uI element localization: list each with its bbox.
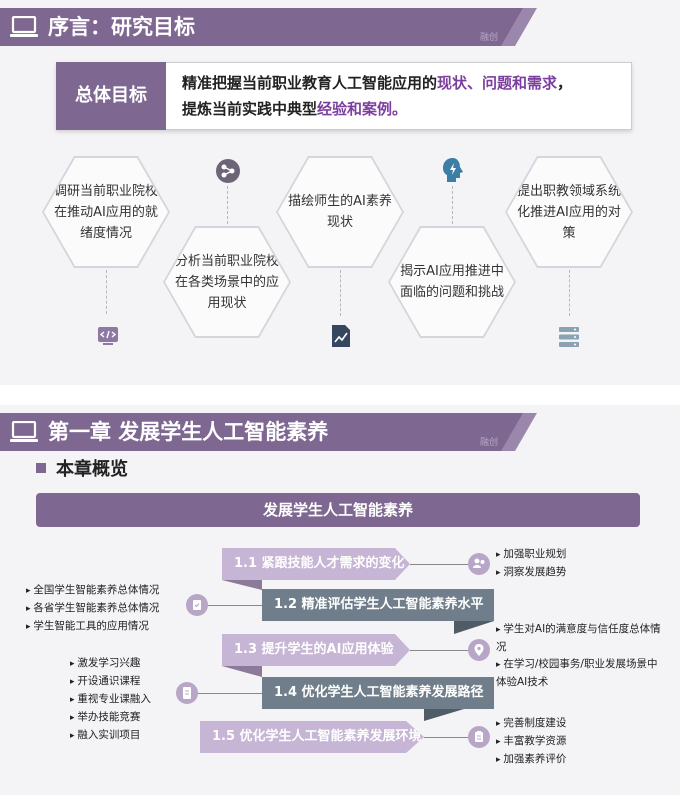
list-item: 激发学习兴趣 xyxy=(70,655,151,673)
goal-line1-highlight: 现状、问题和需求 xyxy=(437,74,558,92)
right-list-3: 完善制度建设 丰富教学资源 加强素养评价 xyxy=(496,715,566,769)
title-bar xyxy=(0,8,532,46)
goal-line-1: 精准把握当前职业教育人工智能应用的现状、问题和需求， xyxy=(182,70,622,96)
list-item: 加强素养评价 xyxy=(496,751,566,769)
document-icon xyxy=(176,682,198,704)
connector xyxy=(569,270,570,316)
left-list-2: 激发学习兴趣 开设通识课程 重视专业课融入 举办技能竞赛 融入实训项目 xyxy=(70,655,151,745)
list-item: 洞察发展趋势 xyxy=(496,564,566,582)
server-icon xyxy=(559,327,579,347)
connector-line xyxy=(410,564,468,565)
step-1-1: 1.1 紧跟技能人才需求的变化 xyxy=(222,548,410,580)
checklist-icon xyxy=(186,594,208,616)
page-title: 序言：研究目标 xyxy=(48,15,195,39)
goal-line1-punct: ， xyxy=(557,74,573,92)
goal-line2-highlight: 经验和案例。 xyxy=(317,100,408,118)
connector xyxy=(340,270,341,316)
hexagon-1: 调研当前职业院校在推动AI应用的就绪度情况 xyxy=(42,156,170,268)
left-list-1: 全国学生智能素养总体情况 各省学生智能素养总体情况 学生智能工具的应用情况 xyxy=(26,582,159,636)
connector xyxy=(227,186,228,224)
chart-icon xyxy=(332,325,350,347)
clipboard-icon xyxy=(468,726,490,748)
people-icon xyxy=(468,553,490,575)
chapter-title: 第一章 发展学生人工智能素养 xyxy=(48,420,329,444)
goal-label: 总体目标 xyxy=(56,62,166,130)
step-1-4: 1.4 优化学生人工智能素养发展路径 xyxy=(262,677,494,709)
goal-line1-text: 精准把握当前职业教育人工智能应用的 xyxy=(182,74,438,92)
hexagon-4: 揭示AI应用推进中面临的问题和挑战 xyxy=(388,226,516,338)
hexagon-5-text: 提出职教领域系统化推进AI应用的对策 xyxy=(507,158,631,266)
list-item: 完善制度建设 xyxy=(496,715,566,733)
hexagon-1-text: 调研当前职业院校在推动AI应用的就绪度情况 xyxy=(44,158,168,266)
title-bar xyxy=(0,413,532,451)
chapter-banner: 发展学生人工智能素养 xyxy=(36,493,640,527)
list-item: 重视专业课融入 xyxy=(70,691,151,709)
connector-line xyxy=(424,737,468,738)
hexagon-2: 分析当前职业院校在各类场景中的应用现状 xyxy=(163,226,291,338)
section-marker xyxy=(36,463,46,473)
list-item: 学生对AI的满意度与信任度总体情况 xyxy=(496,621,666,656)
list-item: 加强职业规划 xyxy=(496,546,566,564)
laptop-icon xyxy=(10,16,38,37)
fold-tail xyxy=(222,666,262,677)
slide-research-goals: 序言：研究目标 融创 总体目标 精准把握当前职业教育人工智能应用的现状、问题和需… xyxy=(0,0,680,385)
list-item: 全国学生智能素养总体情况 xyxy=(26,582,159,600)
list-item: 融入实训项目 xyxy=(70,727,151,745)
laptop-icon xyxy=(10,421,38,442)
hexagon-3: 描绘师生的AI素养现状 xyxy=(276,156,404,268)
list-item: 丰富教学资源 xyxy=(496,733,566,751)
list-item: 举办技能竞赛 xyxy=(70,709,151,727)
location-icon xyxy=(468,639,490,661)
list-item: 开设通识课程 xyxy=(70,673,151,691)
goal-line2-text: 提炼当前实践中典型 xyxy=(182,100,318,118)
hexagon-3-text: 描绘师生的AI素养现状 xyxy=(278,158,402,266)
hexagon-2-text: 分析当前职业院校在各类场景中的应用现状 xyxy=(165,228,289,336)
goal-line-2: 提炼当前实践中典型经验和案例。 xyxy=(182,96,622,122)
list-item: 在学习/校园事务/职业发展场景中体验AI技术 xyxy=(496,656,666,691)
fold-tail xyxy=(222,580,262,590)
hexagon-4-text: 揭示AI应用推进中面临的问题和挑战 xyxy=(390,228,514,336)
fold-tail xyxy=(424,709,464,721)
connector-line xyxy=(196,693,262,694)
connector xyxy=(452,186,453,224)
brain-icon xyxy=(443,158,463,182)
hexagon-5: 提出职教领域系统化推进AI应用的对策 xyxy=(505,156,633,268)
connector-line xyxy=(410,650,468,651)
share-icon xyxy=(216,159,240,183)
step-1-3: 1.3 提升学生的AI应用体验 xyxy=(222,634,410,666)
section-title: 本章概览 xyxy=(56,459,128,480)
slide-chapter-one: 第一章 发展学生人工智能素养 融创 本章概览 发展学生人工智能素养 1.1 紧跟… xyxy=(0,405,680,795)
code-icon xyxy=(98,327,118,345)
right-list-1: 加强职业规划 洞察发展趋势 xyxy=(496,546,566,582)
step-1-5: 1.5 优化学生人工智能素养发展环境 xyxy=(200,721,424,753)
right-list-2: 学生对AI的满意度与信任度总体情况 在学习/校园事务/职业发展场景中体验AI技术 xyxy=(496,621,666,691)
goal-text: 精准把握当前职业教育人工智能应用的现状、问题和需求， 提炼当前实践中典型经验和案… xyxy=(182,70,622,122)
connector xyxy=(106,270,107,314)
list-item: 各省学生智能素养总体情况 xyxy=(26,600,159,618)
list-item: 学生智能工具的应用情况 xyxy=(26,618,159,636)
connector-line xyxy=(208,605,262,606)
watermark: 融创 xyxy=(480,438,499,448)
fold-tail xyxy=(454,621,494,634)
watermark: 融创 xyxy=(480,33,499,43)
step-1-2: 1.2 精准评估学生人工智能素养水平 xyxy=(262,589,494,621)
